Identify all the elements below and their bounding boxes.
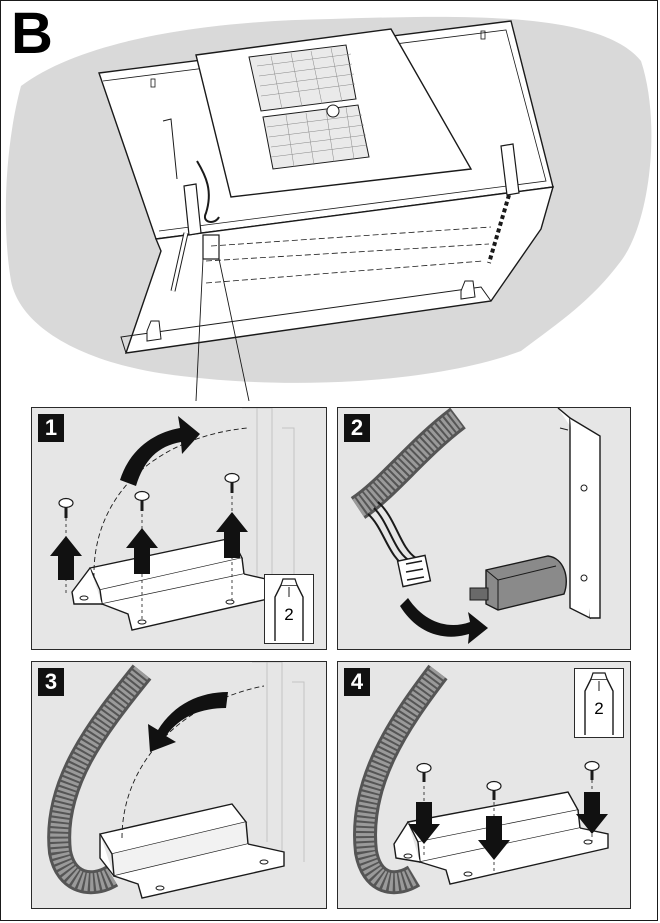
step-3-panel: 3 xyxy=(31,661,327,909)
arrow-down-icon xyxy=(408,802,440,844)
arrow-up-icon xyxy=(126,528,158,574)
tool-indicator: 2 xyxy=(574,668,624,738)
overview-hood-drawing xyxy=(5,16,652,402)
screw-icon xyxy=(134,490,150,511)
step-2-panel: 2 xyxy=(337,407,631,650)
step-4-panel: 4 2 xyxy=(337,661,631,909)
screw-icon xyxy=(224,472,240,493)
arrow-down-icon xyxy=(576,792,608,834)
overview-illustration: B xyxy=(1,1,659,402)
step-3-drawing xyxy=(47,662,305,899)
step-number-badge: 4 xyxy=(344,668,370,696)
screwdriver-bit-icon xyxy=(274,578,304,641)
cable-conduit xyxy=(47,664,152,895)
tool-indicator: 2 xyxy=(264,574,314,644)
curved-arrow-icon xyxy=(400,598,488,644)
step-number-badge: 3 xyxy=(38,668,64,696)
curved-arrow-icon xyxy=(120,416,200,486)
arrow-up-icon xyxy=(216,512,248,558)
screw-icon xyxy=(416,762,432,782)
step-1-panel: 1 2 xyxy=(31,407,327,650)
connector-housing xyxy=(485,555,567,611)
tool-size-label: 2 xyxy=(594,699,604,718)
left-hinge xyxy=(183,183,202,236)
step-number-badge: 2 xyxy=(344,414,370,442)
step-4-drawing xyxy=(353,664,609,895)
section-letter: B xyxy=(11,1,53,66)
arrow-down-icon xyxy=(478,816,510,860)
screwdriver-bit-icon xyxy=(584,672,614,735)
grease-filter-bottom xyxy=(262,104,370,170)
screw-icon xyxy=(58,497,74,518)
connector-box xyxy=(202,234,220,260)
screw-icon xyxy=(584,760,600,780)
right-hinge xyxy=(500,143,520,196)
cable-conduit xyxy=(350,408,466,519)
tool-size-label: 2 xyxy=(284,605,294,624)
cable-conduit xyxy=(353,664,448,895)
screw-icon xyxy=(486,780,502,800)
step-2-drawing xyxy=(350,408,601,644)
step-number-badge: 1 xyxy=(38,414,64,442)
curved-arrow-icon xyxy=(148,692,228,752)
grease-filter-top xyxy=(248,44,357,112)
arrow-up-icon xyxy=(50,536,82,580)
